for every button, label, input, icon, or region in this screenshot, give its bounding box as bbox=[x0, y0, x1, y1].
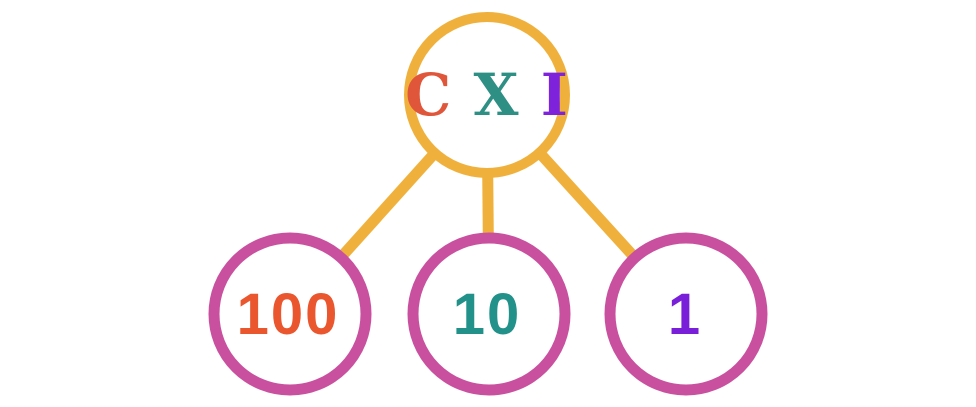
root-node-label: C X I bbox=[405, 61, 569, 129]
child-node-circle-tens bbox=[407, 232, 571, 396]
child-node-label-hundreds: 100 bbox=[237, 282, 340, 347]
root-letter-hundreds: C bbox=[405, 61, 452, 129]
root-letter-ones: I bbox=[541, 61, 569, 129]
root-node-circle bbox=[404, 12, 570, 178]
child-node-label-ones: 1 bbox=[668, 282, 702, 347]
root-letter-tens: X bbox=[474, 61, 520, 129]
child-node-circle-ones bbox=[604, 232, 768, 396]
child-node-circle-hundreds bbox=[208, 232, 372, 396]
child-node-label-tens: 10 bbox=[453, 282, 522, 347]
